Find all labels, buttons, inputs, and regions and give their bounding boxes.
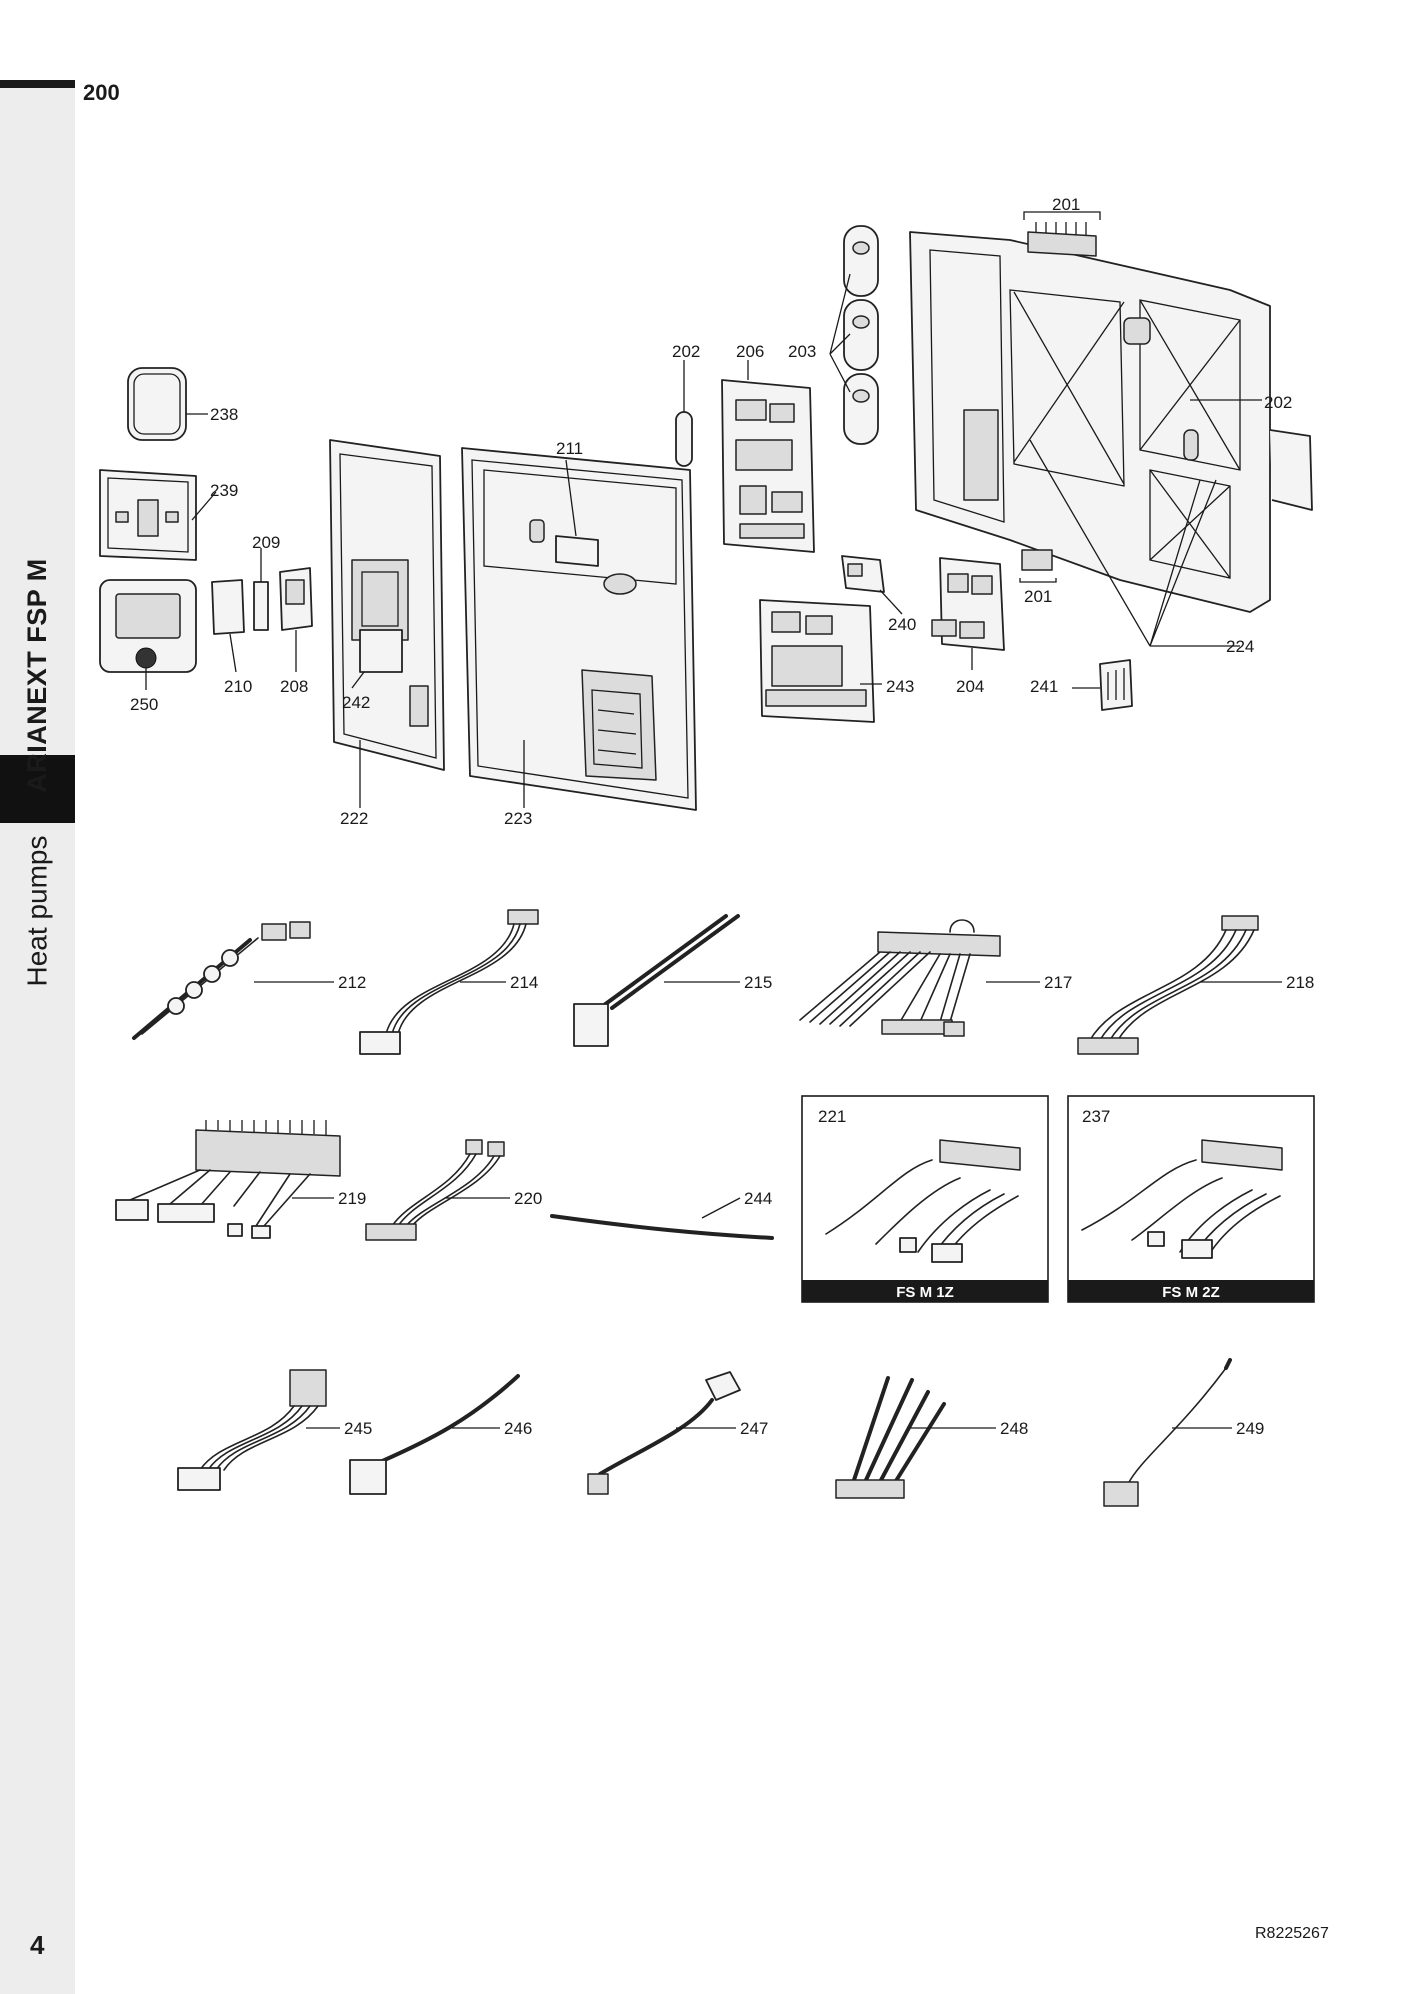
label-214: 214	[510, 973, 538, 992]
part-218-flat-cable	[1077, 915, 1282, 1055]
label-240: 240	[888, 615, 916, 634]
part-245-harness	[177, 1369, 340, 1491]
part-241-terminal-block	[1072, 659, 1133, 711]
label-210: 210	[224, 677, 252, 696]
page-number: 4	[30, 1930, 45, 1960]
label-247: 247	[740, 1419, 768, 1438]
label-211: 211	[556, 439, 583, 458]
label-242: 242	[342, 693, 370, 712]
part-220-harness	[365, 1139, 510, 1241]
kit-title-2z: FS M 2Z	[1162, 1284, 1220, 1301]
label-237: 237	[1082, 1107, 1110, 1126]
sidebar-top-rule	[0, 80, 75, 88]
part-219-terminal-harness	[115, 1120, 341, 1239]
label-224: 224	[1226, 637, 1254, 656]
label-248: 248	[1000, 1419, 1028, 1438]
part-203-grommets	[829, 225, 879, 445]
label-221: 221	[818, 1107, 846, 1126]
part-204-relay-board	[931, 557, 1005, 670]
label-212: 212	[338, 973, 366, 992]
part-246-cable	[349, 1374, 520, 1495]
label-244: 244	[744, 1189, 772, 1208]
part-210-card	[211, 579, 245, 673]
part-202-fuse-left	[675, 360, 693, 467]
part-222-front-panel	[329, 439, 445, 808]
label-250: 250	[130, 695, 158, 714]
part-212-harness	[132, 921, 334, 1040]
label-208: 208	[280, 677, 308, 696]
label-223: 223	[504, 809, 532, 828]
label-202-right: 202	[1264, 393, 1292, 412]
part-240-relay	[841, 555, 903, 615]
part-223-main-cover	[461, 447, 697, 811]
label-204: 204	[956, 677, 984, 696]
label-239: 239	[210, 481, 238, 500]
label-201-bottom: 201	[1024, 587, 1052, 606]
part-244-tube	[550, 1197, 774, 1240]
part-242-insert	[351, 671, 365, 689]
part-201-terminal-strip-top	[1023, 211, 1101, 257]
part-243-secondary-pcb	[759, 599, 882, 723]
kit-237-fs-m-2z	[1067, 1095, 1315, 1303]
sidebar-band	[0, 80, 75, 1994]
part-239-wall-bracket	[99, 469, 217, 561]
sidebar-marker-block	[0, 755, 75, 823]
part-215-sensor-cable	[573, 914, 740, 1047]
label-243: 243	[886, 677, 914, 696]
label-241: 241	[1030, 677, 1058, 696]
label-246: 246	[504, 1419, 532, 1438]
label-201-top: 201	[1052, 195, 1080, 214]
kit-221-fs-m-1z	[801, 1095, 1049, 1303]
label-217: 217	[1044, 973, 1072, 992]
label-218: 218	[1286, 973, 1314, 992]
electrical-box-housing	[909, 231, 1313, 613]
label-220: 220	[514, 1189, 542, 1208]
label-209: 209	[252, 533, 280, 552]
part-214-harness	[359, 909, 539, 1055]
label-238: 238	[210, 405, 238, 424]
label-202-left: 202	[672, 342, 700, 361]
part-248-sensor-bundle	[835, 1376, 996, 1499]
label-222: 222	[340, 809, 368, 828]
label-203: 203	[788, 342, 816, 361]
document-code: R8225267	[1255, 1925, 1329, 1942]
part-201-connector-bottom	[1019, 549, 1057, 583]
part-238-cover	[127, 367, 208, 441]
label-249: 249	[1236, 1419, 1264, 1438]
part-249-sensor	[1103, 1358, 1232, 1507]
part-250-room-controller	[99, 579, 197, 690]
label-206: 206	[736, 342, 764, 361]
part-206-main-pcb	[721, 360, 815, 553]
kit-title-1z: FS M 1Z	[896, 1284, 954, 1301]
label-215: 215	[744, 973, 772, 992]
part-224-leaders	[1029, 439, 1240, 647]
part-209-label	[253, 548, 269, 631]
section-number: 200	[83, 80, 120, 105]
label-219: 219	[338, 1189, 366, 1208]
part-208-module	[279, 567, 313, 672]
part-217-harness	[799, 919, 1040, 1037]
part-211-small-board	[555, 459, 599, 567]
part-247-cable	[587, 1371, 741, 1495]
label-245: 245	[344, 1419, 372, 1438]
